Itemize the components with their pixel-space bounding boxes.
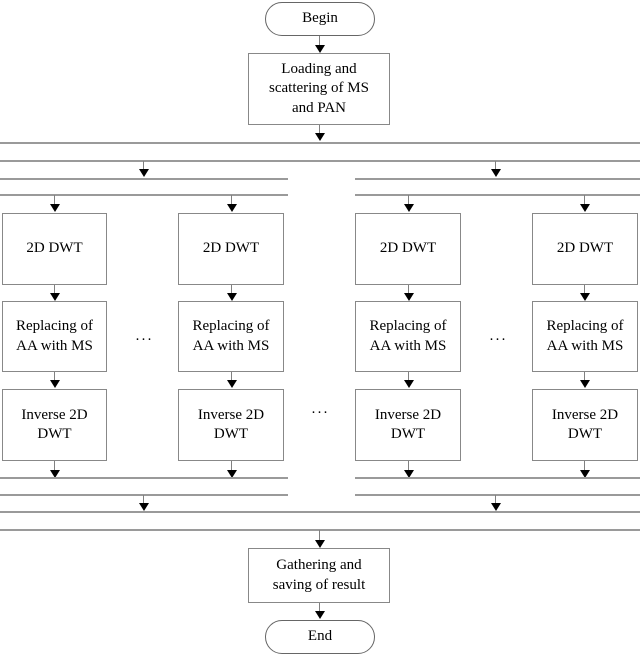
node-branch-2-dwt: 2D DWT [178, 213, 284, 285]
arrowhead-loading [315, 45, 325, 53]
arrowhead-b2-inverse [227, 380, 237, 388]
arrowhead-fork-right [491, 169, 501, 177]
join-drop-b2 [231, 461, 232, 473]
fork-drop-b2 [231, 195, 232, 207]
arrowhead-b3-inverse [404, 380, 414, 388]
node-branch-1-dwt: 2D DWT [2, 213, 107, 285]
fork-drop-b4 [584, 195, 585, 207]
fork-drop-b3 [408, 195, 409, 207]
join-bar-left-a [0, 477, 288, 479]
node-end: End [265, 620, 375, 654]
join-bar-right-b [355, 494, 640, 496]
edge-gathering-to-end [319, 603, 320, 614]
node-loading-label: Loading and scattering of MS and PAN [269, 61, 369, 116]
join-drop-left [143, 495, 144, 507]
fork-bar-right-b [355, 194, 640, 196]
edge-b4-replacing-inverse [584, 372, 585, 383]
edge-b2-dwt-replacing [231, 285, 232, 296]
node-branch-4-dwt-label: 2D DWT [556, 240, 614, 257]
edge-b2-replacing-inverse [231, 372, 232, 383]
node-branch-4-replacing-label: Replacing of AA with MS [546, 318, 624, 354]
arrowhead-join-b2 [227, 470, 237, 478]
edge-begin-to-loading [319, 36, 320, 47]
node-branch-4-inverse: Inverse 2D DWT [532, 389, 638, 461]
arrowhead-end [315, 611, 325, 619]
join-drop-b4 [584, 461, 585, 473]
edge-join-to-gathering [319, 530, 320, 544]
ellipsis-replacing-left: ··· [135, 332, 153, 348]
node-branch-1-dwt-label: 2D DWT [26, 240, 83, 257]
join-bar-level0 [0, 529, 640, 531]
join-bar-left-b [0, 494, 288, 496]
arrowhead-join-b3 [404, 470, 414, 478]
node-branch-2-inverse: Inverse 2D DWT [178, 389, 284, 461]
node-gathering-label: Gathering and saving of result [272, 557, 366, 593]
arrowhead-fork-1 [315, 133, 325, 141]
fork-bar-right-a [355, 178, 640, 180]
fork-bar-level1 [0, 160, 640, 162]
node-branch-2-replacing-label: Replacing of AA with MS [192, 318, 270, 354]
join-drop-right [495, 495, 496, 507]
node-branch-1-inverse-label: Inverse 2D DWT [21, 406, 88, 442]
arrowhead-join-right [491, 503, 501, 511]
ellipsis-inverse-middle: ··· [311, 405, 329, 421]
node-branch-3-dwt-label: 2D DWT [379, 240, 437, 257]
fork-drop-left [143, 161, 144, 173]
arrowhead-b1-inverse [50, 380, 60, 388]
ellipsis-replacing-right: ··· [489, 332, 507, 348]
arrowhead-b4-replacing [580, 293, 590, 301]
fork-drop-b1 [54, 195, 55, 207]
arrowhead-join-b4 [580, 470, 590, 478]
arrowhead-b2 [227, 204, 237, 212]
node-begin: Begin [265, 2, 375, 36]
node-branch-1-replacing: Replacing of AA with MS [2, 301, 107, 372]
node-branch-4-inverse-label: Inverse 2D DWT [551, 406, 619, 442]
fork-bar-left-a [0, 178, 288, 180]
join-bar-level1 [0, 511, 640, 513]
node-branch-3-replacing-label: Replacing of AA with MS [369, 318, 447, 354]
arrowhead-join-b1 [50, 470, 60, 478]
node-branch-3-inverse-label: Inverse 2D DWT [374, 406, 442, 442]
node-branch-4-replacing: Replacing of AA with MS [532, 301, 638, 372]
arrowhead-b1-replacing [50, 293, 60, 301]
node-branch-1-replacing-label: Replacing of AA with MS [15, 318, 94, 354]
arrowhead-b4 [580, 204, 590, 212]
arrowhead-b2-replacing [227, 293, 237, 301]
join-bar-right-a [355, 477, 640, 479]
arrowhead-b3 [404, 204, 414, 212]
node-branch-2-replacing: Replacing of AA with MS [178, 301, 284, 372]
node-branch-4-dwt: 2D DWT [532, 213, 638, 285]
arrowhead-fork-left [139, 169, 149, 177]
node-begin-label: Begin [302, 10, 338, 27]
edge-b4-dwt-replacing [584, 285, 585, 296]
edge-b1-dwt-replacing [54, 285, 55, 296]
arrowhead-b3-replacing [404, 293, 414, 301]
node-branch-3-dwt: 2D DWT [355, 213, 461, 285]
fork-bar-left-b [0, 194, 288, 196]
fork-bar-level0 [0, 142, 640, 144]
arrowhead-b1 [50, 204, 60, 212]
node-branch-1-inverse: Inverse 2D DWT [2, 389, 107, 461]
arrowhead-gathering [315, 540, 325, 548]
node-gathering-saving: Gathering and saving of result [248, 548, 390, 603]
edge-b1-replacing-inverse [54, 372, 55, 383]
node-branch-2-dwt-label: 2D DWT [202, 240, 260, 257]
edge-loading-to-fork [319, 125, 320, 138]
edge-b3-replacing-inverse [408, 372, 409, 383]
node-end-label: End [307, 628, 333, 645]
node-branch-3-replacing: Replacing of AA with MS [355, 301, 461, 372]
node-branch-2-inverse-label: Inverse 2D DWT [197, 406, 265, 442]
arrowhead-b4-inverse [580, 380, 590, 388]
join-drop-b3 [408, 461, 409, 473]
fork-drop-right [495, 161, 496, 173]
arrowhead-join-left [139, 503, 149, 511]
node-branch-3-inverse: Inverse 2D DWT [355, 389, 461, 461]
node-loading-scattering: Loading and scattering of MS and PAN [248, 53, 390, 125]
join-drop-b1 [54, 461, 55, 473]
edge-b3-dwt-replacing [408, 285, 409, 296]
